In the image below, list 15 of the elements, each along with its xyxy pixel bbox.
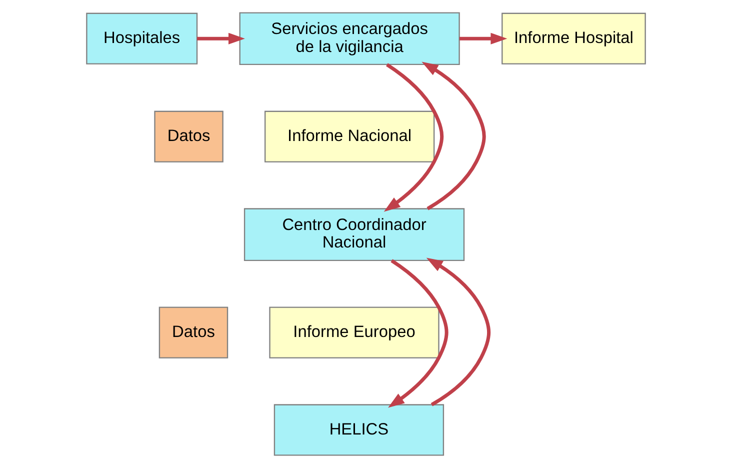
node-box: Centro Coordinador Nacional [244, 208, 465, 261]
arrow [422, 62, 486, 210]
arrow [388, 259, 448, 408]
node-box: Informe Nacional [264, 110, 435, 162]
node-box: HELICS [274, 404, 444, 456]
node-box: Datos [158, 306, 228, 358]
node-box: Servicios encargados de la vigilancia [239, 12, 460, 65]
node-box: Datos [154, 110, 224, 162]
arrow [384, 63, 444, 212]
node-box: Informe Europeo [269, 306, 440, 358]
arrow [459, 32, 508, 44]
arrow [426, 258, 491, 406]
node-box: Informe Hospital [502, 12, 646, 64]
node-box: Hospitales [86, 12, 198, 64]
arrow [197, 32, 245, 44]
